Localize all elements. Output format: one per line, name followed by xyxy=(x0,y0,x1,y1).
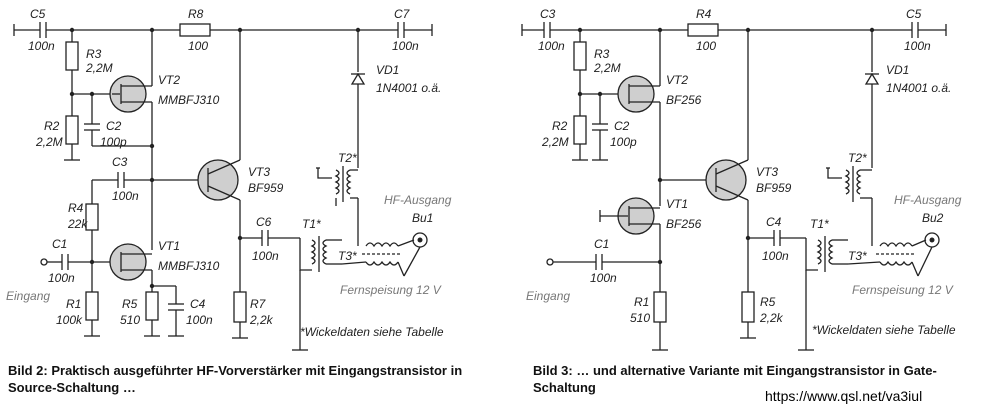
vt1-name-r: VT1 xyxy=(666,197,688,211)
c4-name: C4 xyxy=(190,297,206,311)
c4-name-r: C4 xyxy=(766,215,782,229)
r8-value: 100 xyxy=(188,39,208,53)
t3-name-r: T3* xyxy=(848,249,867,263)
c3-name: C3 xyxy=(112,155,128,169)
r4-name: R4 xyxy=(68,201,84,215)
winding-note: *Wickeldaten siehe Tabelle xyxy=(300,325,444,339)
r2-name-r: R2 xyxy=(552,119,568,133)
r4-value-r: 100 xyxy=(696,39,716,53)
c7-name: C7 xyxy=(394,7,411,21)
r2-name: R2 xyxy=(44,119,60,133)
t1-name-r: T1* xyxy=(810,217,829,231)
r8-name: R8 xyxy=(188,7,204,21)
c5-value: 100n xyxy=(28,39,55,53)
c5-value-r: 100n xyxy=(904,39,931,53)
r1-value: 100k xyxy=(56,313,83,327)
r5-value: 510 xyxy=(120,313,140,327)
r1-name-r: R1 xyxy=(634,295,649,309)
c1-name-r: C1 xyxy=(594,237,609,251)
vt1-value: MMBFJ310 xyxy=(158,259,220,273)
vd1-name: VD1 xyxy=(376,63,399,77)
r5-value-r: 2,2k xyxy=(759,311,784,325)
r5-name: R5 xyxy=(122,297,138,311)
c2-value: 100p xyxy=(100,135,127,149)
remote-feed-label-r: Fernspeisung 12 V xyxy=(852,283,954,297)
input-label: Eingang xyxy=(6,289,50,303)
t2-name: T2* xyxy=(338,151,357,165)
r7-value: 2,2k xyxy=(249,313,274,327)
vd1-name-r: VD1 xyxy=(886,63,909,77)
c2-name: C2 xyxy=(106,119,122,133)
caption-fig2: Bild 2: Praktisch ausgeführter HF-Vorver… xyxy=(8,363,463,395)
c2-value-r: 100p xyxy=(610,135,637,149)
r4-name-r: R4 xyxy=(696,7,712,21)
vd1-value-r: 1N4001 o.ä. xyxy=(886,81,951,95)
r7-name: R7 xyxy=(250,297,267,311)
r2-value: 2,2M xyxy=(35,135,63,149)
c5-name-r: C5 xyxy=(906,7,922,21)
c3-value-r: 100n xyxy=(538,39,565,53)
left-circuit xyxy=(13,22,433,351)
c6-value: 100n xyxy=(252,249,279,263)
r3-value-r: 2,2M xyxy=(593,61,621,75)
c5-name: C5 xyxy=(30,7,46,21)
input-label-r: Eingang xyxy=(526,289,570,303)
r1-name: R1 xyxy=(66,297,81,311)
vt2-value-r: BF256 xyxy=(666,93,702,107)
r4-value: 22k xyxy=(67,217,88,231)
c6-name: C6 xyxy=(256,215,272,229)
vt3-value: BF959 xyxy=(248,181,284,195)
c2-name-r: C2 xyxy=(614,119,630,133)
vt3-name-r: VT3 xyxy=(756,165,778,179)
c3-value: 100n xyxy=(112,189,139,203)
vt3-name: VT3 xyxy=(248,165,270,179)
t3-name: T3* xyxy=(338,249,357,263)
bu-name-r: Bu2 xyxy=(922,211,944,225)
c1-name: C1 xyxy=(52,237,67,251)
c4-value-r: 100n xyxy=(762,249,789,263)
right-circuit xyxy=(521,22,947,351)
t1-name: T1* xyxy=(302,217,321,231)
c7-value: 100n xyxy=(392,39,419,53)
vt2-value: MMBFJ310 xyxy=(158,93,220,107)
caption-fig3: Bild 3: … und alternative Variante mit E… xyxy=(533,363,937,395)
hf-out-label-r: HF-Ausgang xyxy=(894,193,962,207)
r3-name: R3 xyxy=(86,47,102,61)
r1-value-r: 510 xyxy=(630,311,650,325)
winding-note-r: *Wickeldaten siehe Tabelle xyxy=(812,323,956,337)
hf-out-label: HF-Ausgang xyxy=(384,193,452,207)
vt2-name-r: VT2 xyxy=(666,73,688,87)
vt2-name: VT2 xyxy=(158,73,180,87)
bu-name: Bu1 xyxy=(412,211,433,225)
c3-name-r: C3 xyxy=(540,7,556,21)
vt1-name: VT1 xyxy=(158,239,180,253)
source-url: https://www.qsl.net/va3iul xyxy=(765,388,923,404)
r2-value-r: 2,2M xyxy=(541,135,569,149)
remote-feed-label: Fernspeisung 12 V xyxy=(340,283,442,297)
c4-value: 100n xyxy=(186,313,213,327)
vt1-value-r: BF256 xyxy=(666,217,702,231)
c1-value-r: 100n xyxy=(590,271,617,285)
r3-value: 2,2M xyxy=(85,61,113,75)
vt3-value-r: BF959 xyxy=(756,181,792,195)
t2-name-r: T2* xyxy=(848,151,867,165)
r3-name-r: R3 xyxy=(594,47,610,61)
r5-name-r: R5 xyxy=(760,295,776,309)
vd1-value: 1N4001 o.ä. xyxy=(376,81,441,95)
c1-value: 100n xyxy=(48,271,75,285)
